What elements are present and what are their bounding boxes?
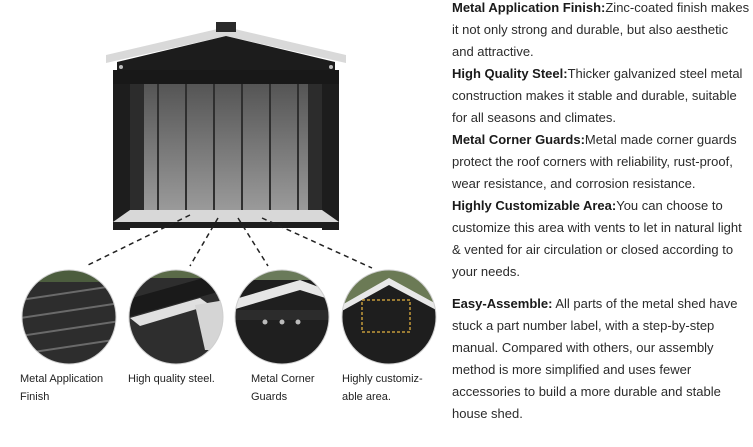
feature-title: Highly Customizable Area: [452,198,617,213]
feature-body: All parts of the metal shed have stuck a… [452,296,738,421]
shed-body [106,22,346,230]
feature-title: High Quality Steel: [452,66,568,81]
feature-body: Metal made corner guards protect the roo… [452,132,737,191]
feature-body: You can choose to customize this area wi… [452,198,742,279]
caption-corner-guards: Metal Corner Guards [251,373,315,403]
shed-illustration [21,22,437,365]
feature-custom-area: Highly Customizable Area:You can choose … [452,195,752,283]
caption-finish: Metal Application Finish [20,373,104,403]
feature-list: Metal Application Finish:Zinc-coated fin… [452,0,752,425]
feature-easy-assemble: Easy-Assemble: All parts of the metal sh… [452,293,752,425]
detail-custom-area-image [341,269,437,365]
feature-body: Zinc-coated finish makes it not only str… [452,0,750,59]
feature-title: Easy-Assemble: [452,296,553,311]
detail-corner-guard-image [234,269,330,365]
feature-corner-guards: Metal Corner Guards:Metal made corner gu… [452,129,752,195]
feature-body: Thicker galvanized steel metal construct… [452,66,743,125]
feature-steel: High Quality Steel:Thicker galvanized st… [452,63,752,129]
caption-steel: High quality steel. [128,373,215,385]
detail-finish-image [21,269,117,365]
callout-lines [87,214,373,269]
feature-title: Metal Corner Guards: [452,132,585,147]
feature-title: Metal Application Finish: [452,0,606,15]
detail-steel-image [128,269,224,365]
feature-finish: Metal Application Finish:Zinc-coated fin… [452,0,752,63]
caption-custom-area: Highly customiz- able area. [342,373,423,403]
